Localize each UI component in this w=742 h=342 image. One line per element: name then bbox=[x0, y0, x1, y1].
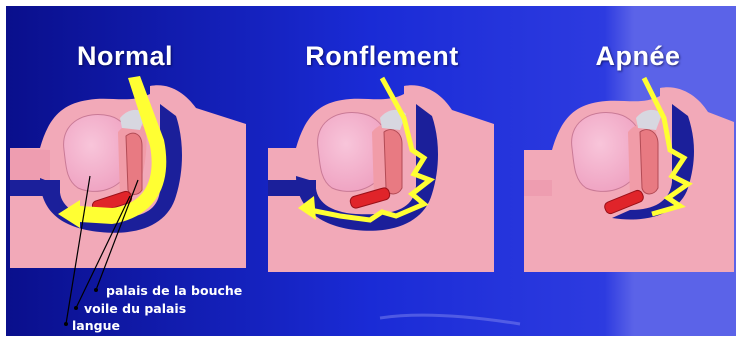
soft-palate bbox=[640, 130, 658, 194]
soft-palate bbox=[126, 133, 142, 194]
label-tongue: langue bbox=[72, 318, 120, 334]
label-soft-palate: voile du palais bbox=[84, 301, 186, 317]
title-snoring: Ronflement bbox=[282, 36, 482, 76]
label-palate: palais de la bouche bbox=[106, 283, 242, 299]
title-apnea: Apnée bbox=[568, 36, 708, 76]
title-normal: Normal bbox=[50, 36, 200, 76]
soft-palate bbox=[384, 130, 402, 194]
